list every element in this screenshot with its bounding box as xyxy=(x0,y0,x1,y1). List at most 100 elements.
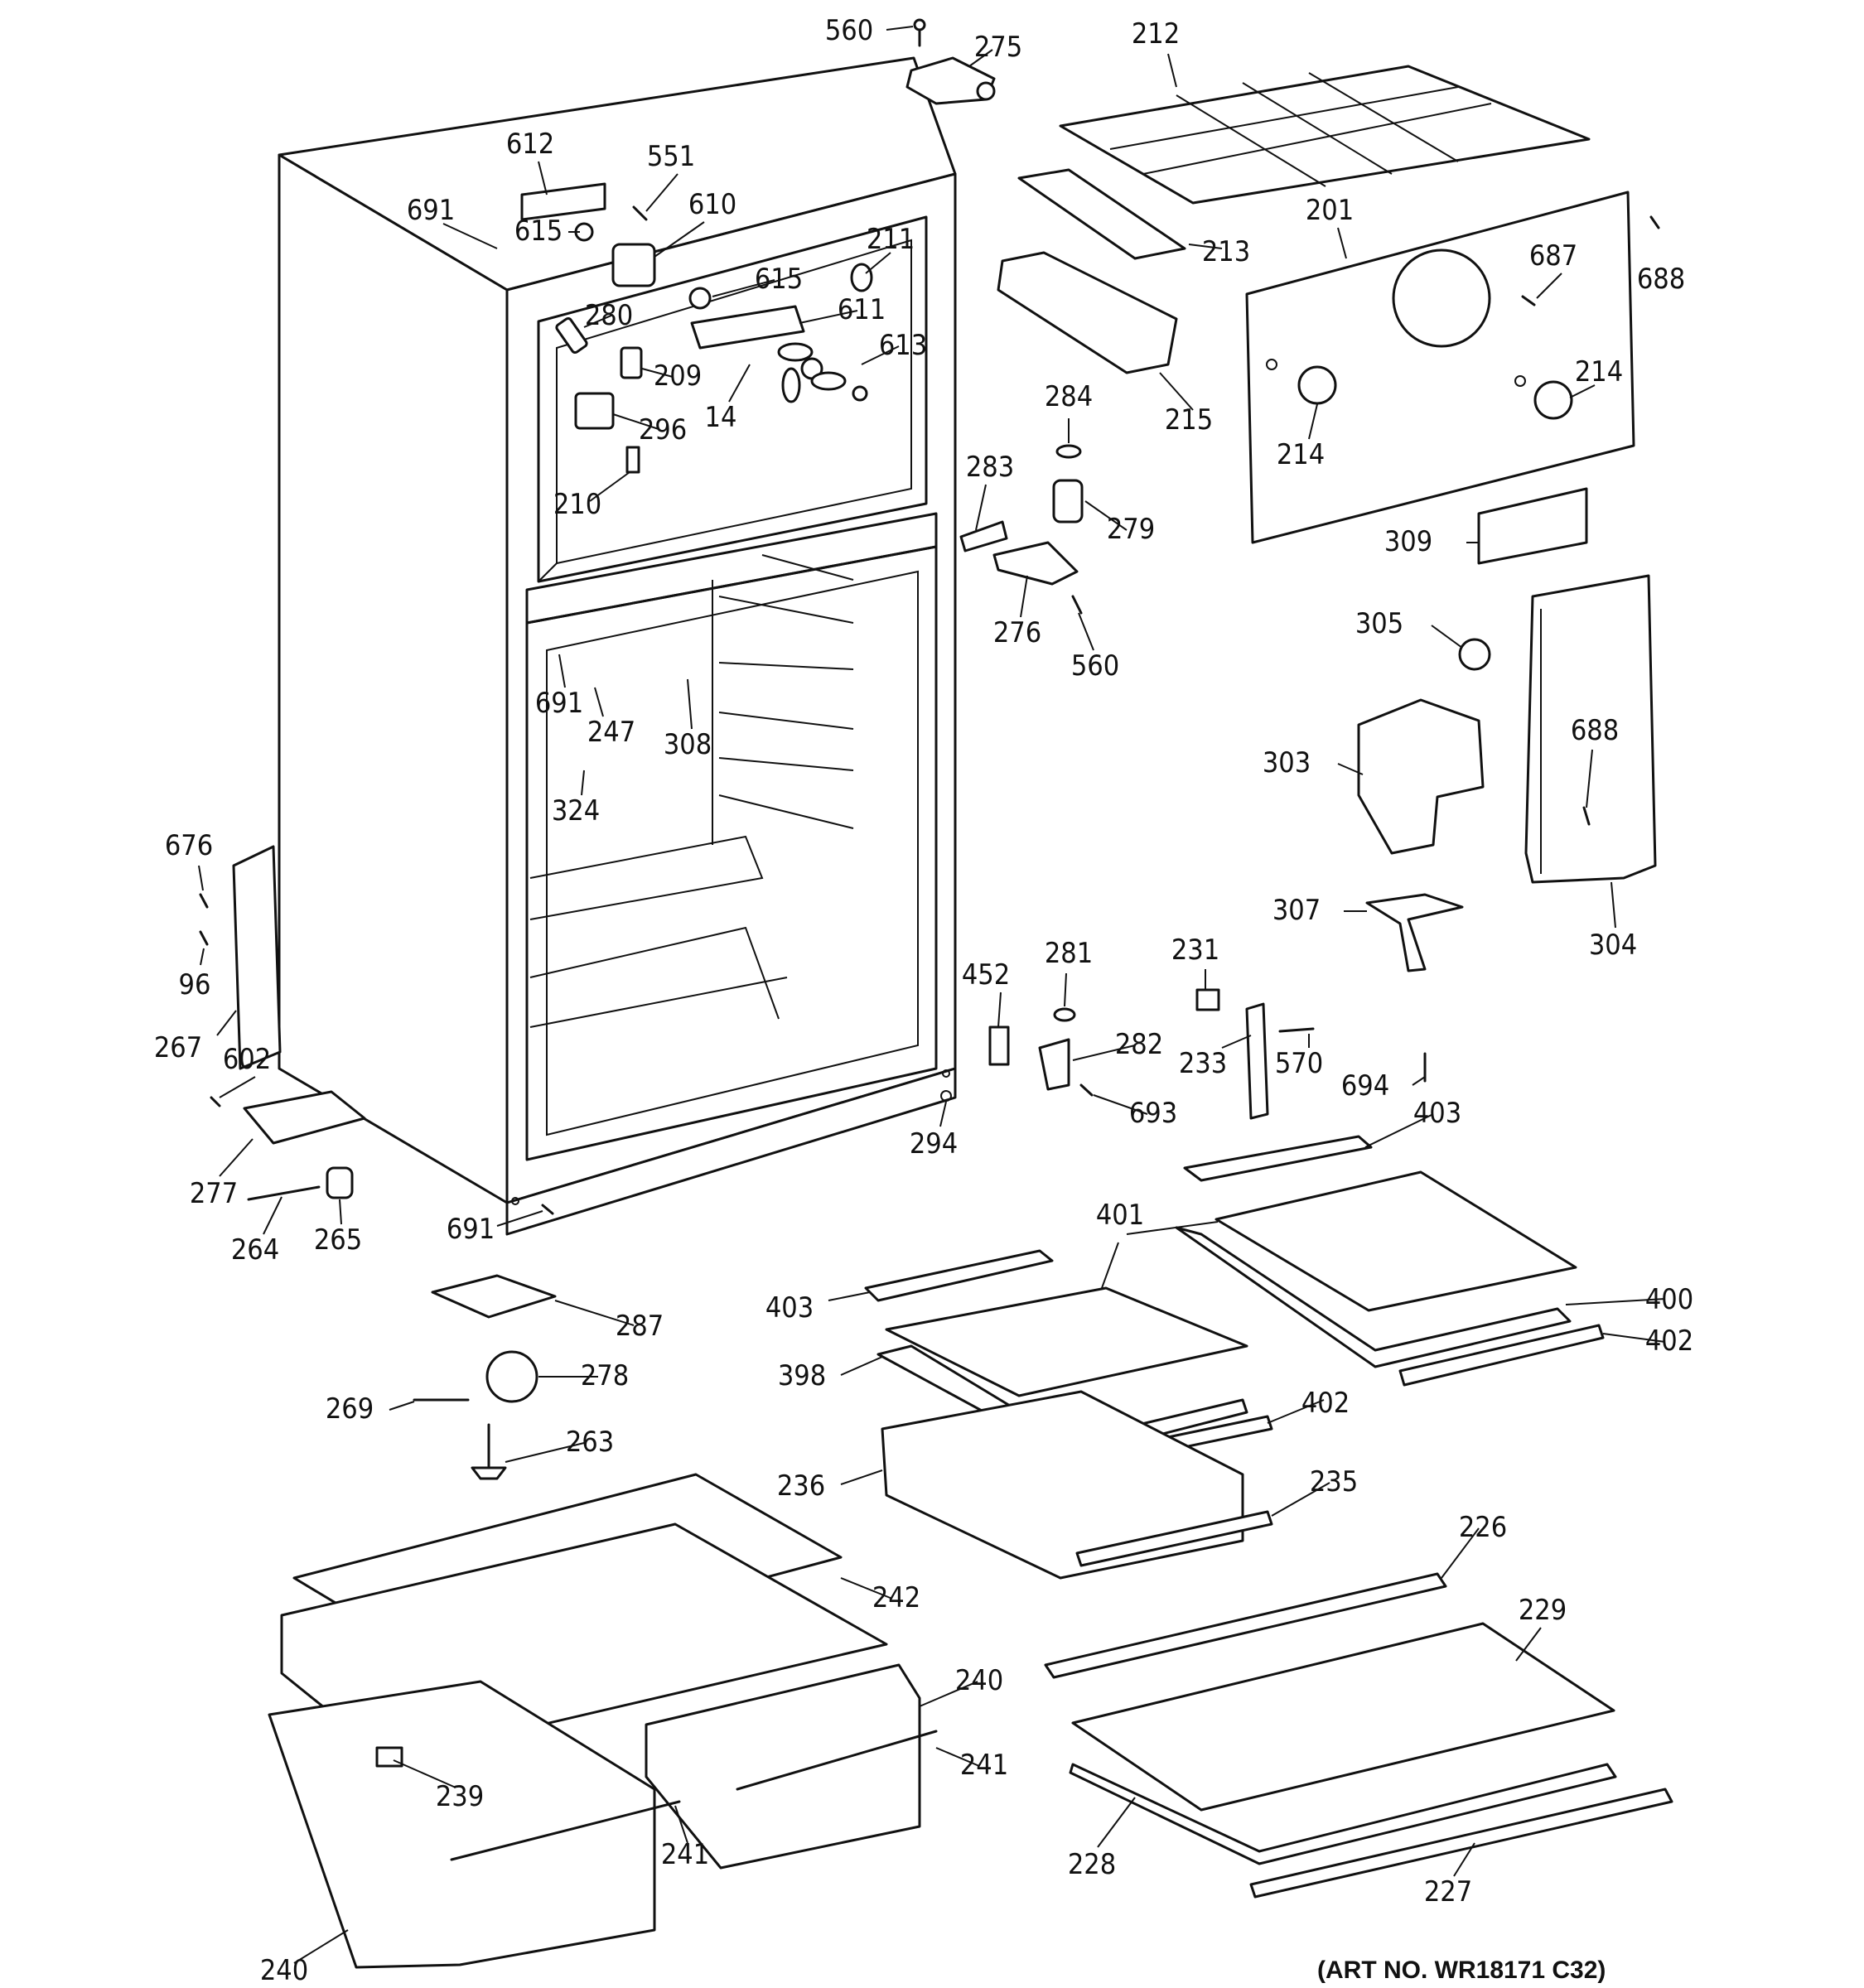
part-452 xyxy=(988,1025,1010,1066)
callout-l-241b: 241 xyxy=(661,1838,709,1871)
part-240-left xyxy=(268,1680,656,1969)
left-brackets xyxy=(199,845,554,1215)
part-403-top xyxy=(1183,1135,1373,1182)
callout-l-610: 610 xyxy=(688,188,736,221)
callout-l-560b: 560 xyxy=(1071,649,1119,683)
freezer-components xyxy=(520,182,873,474)
part-213-ice-tray xyxy=(1017,168,1186,260)
callout-l-688a: 688 xyxy=(1637,263,1685,296)
part-402-right xyxy=(1398,1324,1605,1387)
callout-l-277: 277 xyxy=(190,1177,238,1210)
part-233 xyxy=(1245,1002,1269,1120)
part-303 xyxy=(1357,698,1485,855)
callout-l-402a: 402 xyxy=(1645,1325,1693,1358)
top-hinge xyxy=(905,18,996,105)
part-265 xyxy=(326,1166,354,1199)
part-400-glass xyxy=(1214,1170,1577,1312)
part-229-glass xyxy=(1071,1622,1615,1812)
callout-l-282: 282 xyxy=(1115,1028,1163,1061)
callout-l-602: 602 xyxy=(223,1043,271,1076)
callout-l-267: 267 xyxy=(154,1031,202,1064)
part-240-right xyxy=(645,1663,921,1870)
part-613-fan xyxy=(777,342,847,403)
right-shelves xyxy=(864,1135,1673,1899)
callout-l-233: 233 xyxy=(1179,1047,1227,1080)
part-279 xyxy=(1052,479,1084,524)
callout-l-240a: 240 xyxy=(955,1664,1003,1697)
part-212-wire-shelf xyxy=(1059,65,1591,205)
callout-l-210: 210 xyxy=(553,488,601,521)
callout-l-212: 212 xyxy=(1132,17,1180,51)
callout-l-247: 247 xyxy=(587,716,635,749)
callout-l-304: 304 xyxy=(1589,929,1637,962)
callout-l-309: 309 xyxy=(1384,525,1432,558)
part-276 xyxy=(992,541,1079,586)
part-215-bin xyxy=(997,251,1178,374)
callout-l-611: 611 xyxy=(838,293,886,326)
callout-l-213: 213 xyxy=(1202,235,1250,268)
part-267 xyxy=(232,845,282,1070)
part-287 xyxy=(431,1274,557,1319)
part-235 xyxy=(1075,1510,1273,1567)
part-278 xyxy=(485,1350,538,1403)
callout-l-239: 239 xyxy=(436,1780,484,1813)
air-duct-components xyxy=(1357,574,1657,972)
part-305 xyxy=(1458,638,1491,671)
leader-lines xyxy=(198,26,1666,1964)
small-parts xyxy=(940,988,1427,1120)
callout-l-226: 226 xyxy=(1459,1511,1507,1544)
callout-l-452: 452 xyxy=(962,958,1010,992)
callout-l-307: 307 xyxy=(1272,894,1321,927)
callout-l-294: 294 xyxy=(910,1127,958,1160)
callout-l-235: 235 xyxy=(1310,1465,1358,1498)
part-227 xyxy=(1249,1788,1673,1899)
callout-l-227: 227 xyxy=(1424,1875,1472,1908)
callout-l-305: 305 xyxy=(1355,607,1403,640)
callout-l-691c: 691 xyxy=(447,1213,495,1246)
callout-l-241a: 241 xyxy=(960,1749,1008,1782)
callout-l-201: 201 xyxy=(1306,194,1354,227)
refrigerator-cabinet xyxy=(278,56,957,1236)
callout-l-615a: 615 xyxy=(514,215,563,248)
callout-l-242: 242 xyxy=(872,1581,920,1614)
part-226 xyxy=(1044,1572,1447,1679)
part-283 xyxy=(959,520,1008,552)
part-611 xyxy=(690,305,805,350)
callout-l-265: 265 xyxy=(314,1223,362,1257)
part-228-frame xyxy=(1069,1763,1617,1865)
callout-l-276: 276 xyxy=(993,616,1041,649)
callout-l-296: 296 xyxy=(639,413,687,446)
part-612 xyxy=(520,182,606,221)
callout-l-303: 303 xyxy=(1263,746,1311,779)
part-201-cover xyxy=(1245,191,1660,544)
callout-l-211: 211 xyxy=(867,223,915,256)
crisper-drawers xyxy=(268,1473,938,1969)
callout-l-281: 281 xyxy=(1045,937,1093,970)
callout-l-400: 400 xyxy=(1645,1283,1693,1316)
callout-l-403a: 403 xyxy=(1413,1097,1461,1130)
callout-l-615b: 615 xyxy=(755,263,803,296)
callout-l-613: 613 xyxy=(879,329,927,362)
callout-l-403b: 403 xyxy=(765,1291,814,1325)
part-307 xyxy=(1365,893,1464,972)
callout-l-231: 231 xyxy=(1171,934,1219,967)
callout-l-401: 401 xyxy=(1096,1199,1144,1232)
callout-l-402b: 402 xyxy=(1301,1387,1350,1420)
callout-l-14: 14 xyxy=(705,401,737,434)
callout-l-215: 215 xyxy=(1165,403,1213,437)
part-403-left xyxy=(864,1249,1054,1302)
callout-l-688b: 688 xyxy=(1571,714,1619,747)
callout-l-229: 229 xyxy=(1519,1594,1567,1627)
callout-l-551: 551 xyxy=(647,140,695,173)
callout-l-228: 228 xyxy=(1068,1848,1116,1881)
part-309 xyxy=(1477,487,1588,565)
callout-l-96: 96 xyxy=(179,968,211,1001)
part-398-glass xyxy=(885,1286,1248,1397)
part-282 xyxy=(1038,1038,1070,1091)
ice-tray-and-bin xyxy=(997,168,1186,374)
callout-l-280: 280 xyxy=(585,299,633,332)
callout-l-694: 694 xyxy=(1341,1069,1389,1103)
callout-l-240b: 240 xyxy=(260,1954,308,1987)
callout-l-308: 308 xyxy=(664,728,712,761)
